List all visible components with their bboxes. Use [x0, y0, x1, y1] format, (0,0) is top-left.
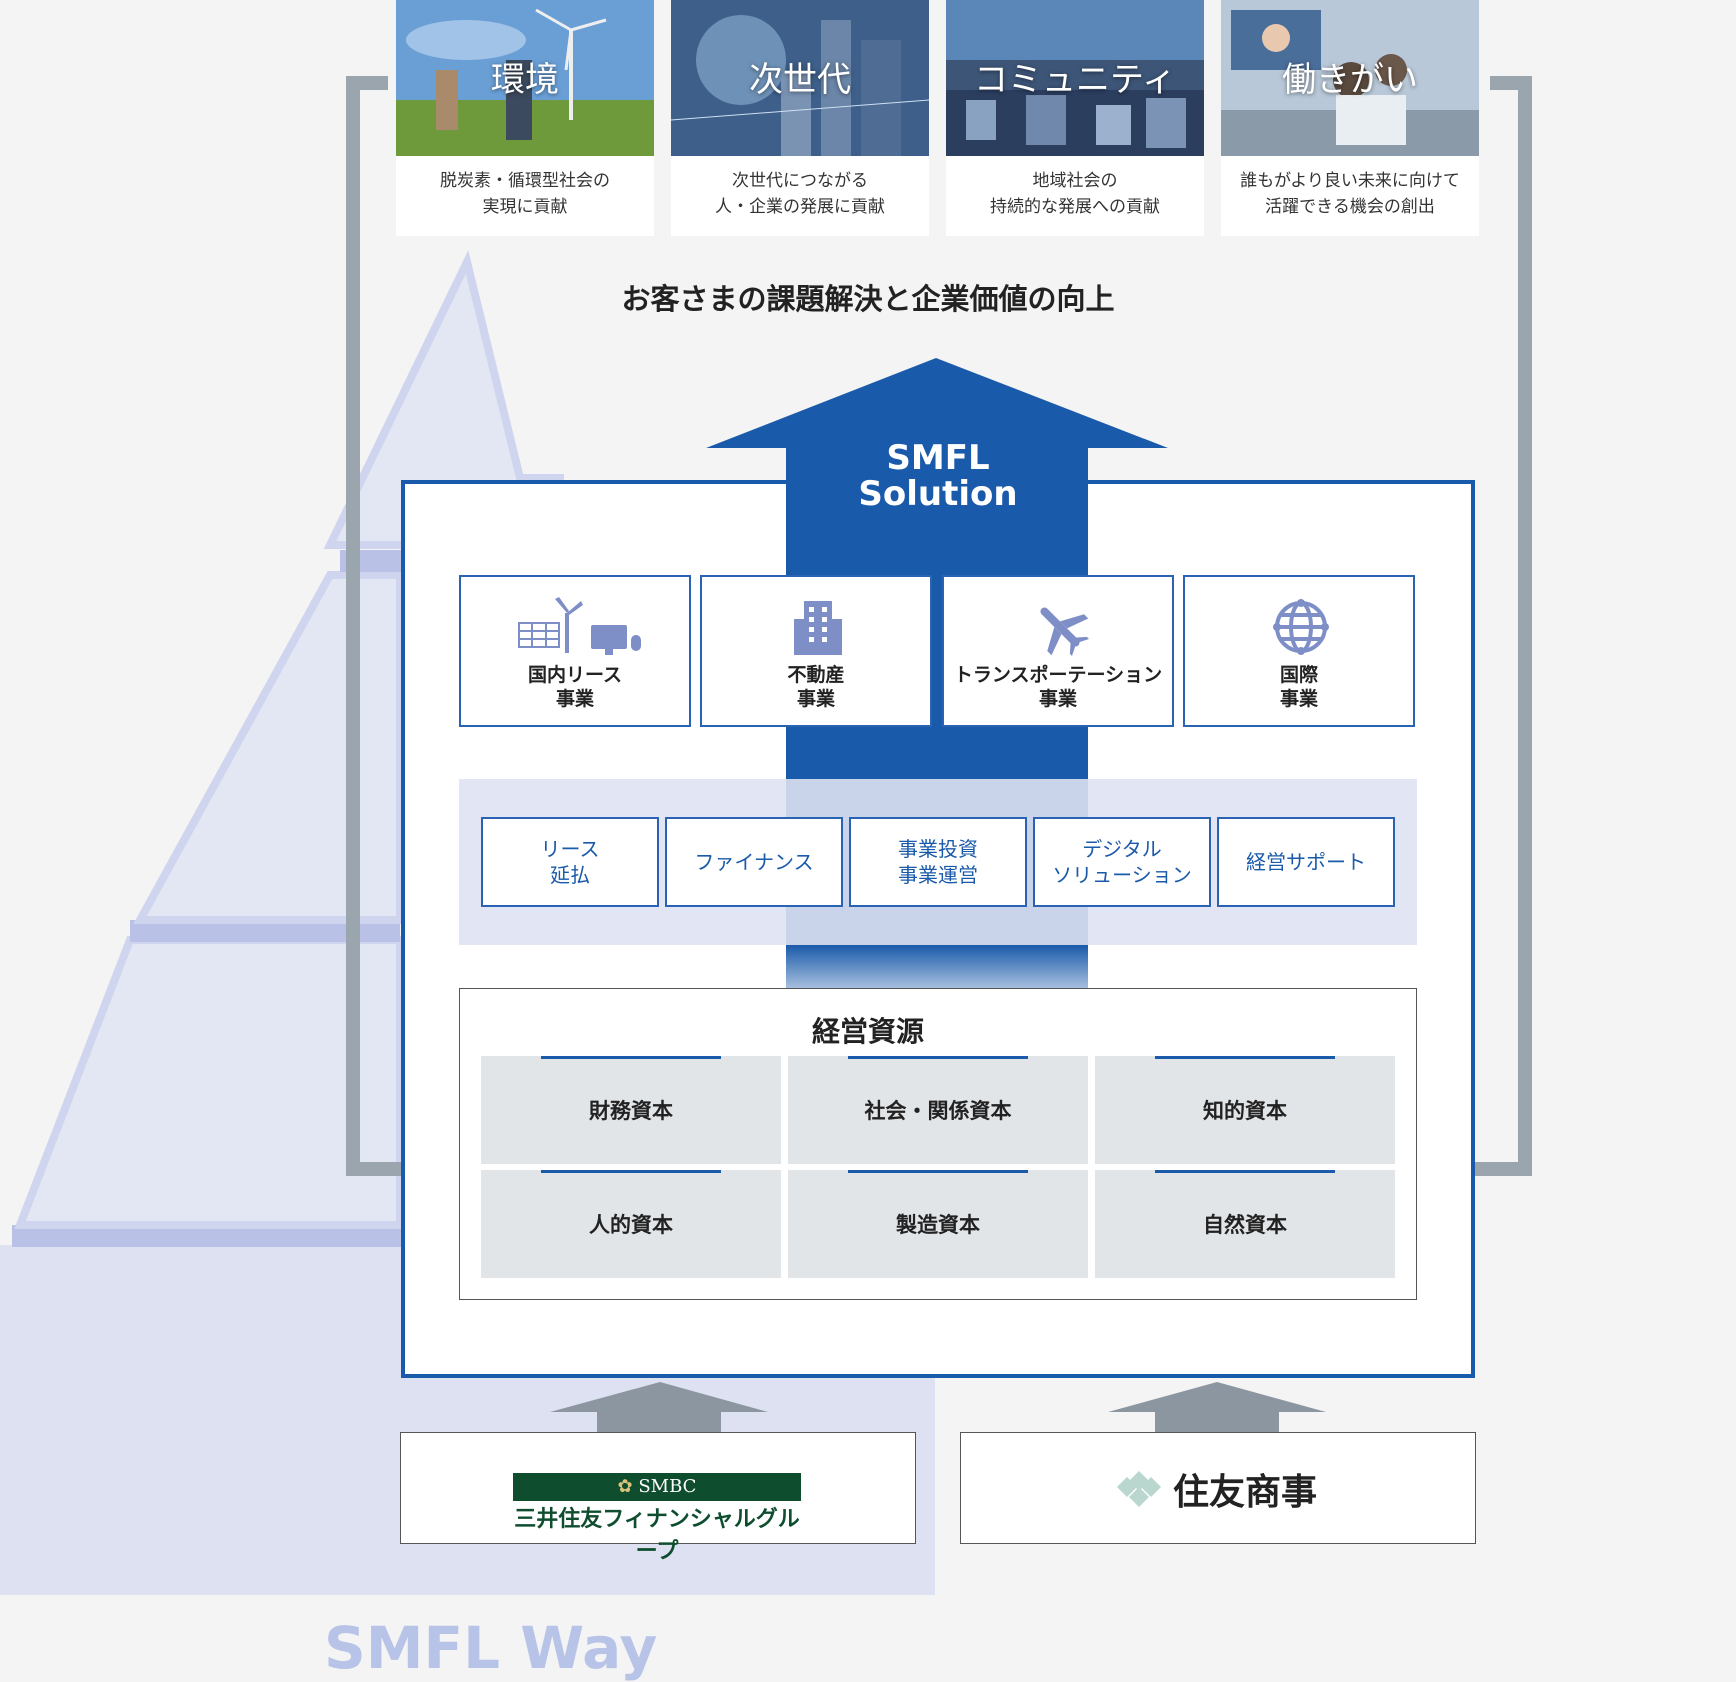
smbc-logo: ✿ SMBC [513, 1473, 801, 1501]
service-digital-solution: デジタル ソリューション [1033, 817, 1211, 907]
resource-label: 社会・関係資本 [864, 1099, 1012, 1123]
service-business-investment: 事業投資 事業運営 [849, 817, 1027, 907]
theme-description: 脱炭素・循環型社会の 実現に貢献 [440, 171, 610, 217]
theme-card-community: コミュニティ 地域社会の 持続的な発展への貢献 [946, 0, 1204, 236]
smfl-way-label: SMFL Way [324, 1614, 658, 1682]
resource-natural-capital: 自然資本 [1095, 1170, 1395, 1278]
theme-card-environment: 環境 脱炭素・循環型社会の 実現に貢献 [396, 0, 654, 236]
business-label: 不動産 事業 [787, 664, 845, 710]
environment-photo [396, 0, 654, 156]
service-label: リース 延払 [540, 837, 600, 887]
resource-financial-capital: 財務資本 [481, 1056, 781, 1164]
building-icon [702, 595, 930, 657]
headline: お客さまの課題解決と企業価値の向上 [621, 282, 1115, 316]
sumitomo-corp-name: 住友商事 [1173, 1472, 1318, 1513]
smbc-group-name: 三井住友フィナンシャルグループ [514, 1507, 800, 1564]
community-photo [946, 0, 1204, 156]
sumitomo-logo-icon [1117, 1471, 1161, 1507]
resource-human-capital: 人的資本 [481, 1170, 781, 1278]
resource-label: 知的資本 [1203, 1099, 1287, 1123]
resource-label: 自然資本 [1203, 1213, 1287, 1237]
business-real-estate: 不動産 事業 [700, 575, 932, 727]
resource-manufactured-capital: 製造資本 [788, 1170, 1088, 1278]
partner-smbc-group: ✿ SMBC 三井住友フィナンシャルグループ [400, 1432, 916, 1564]
theme-title: 次世代 [749, 60, 851, 100]
business-domestic-lease: 国内リース 事業 [459, 575, 691, 727]
airplane-icon [944, 595, 1172, 657]
service-label: デジタル ソリューション [1052, 837, 1192, 887]
service-lease-deferred: リース 延払 [481, 817, 659, 907]
theme-description: 次世代につながる 人・企業の発展に貢献 [715, 171, 885, 217]
globe-icon [1185, 595, 1413, 657]
resource-intellectual-capital: 知的資本 [1095, 1056, 1395, 1164]
theme-description: 誰もがより良い未来に向けて 活躍できる機会の創出 [1240, 171, 1460, 217]
partner-sumitomo-corp: 住友商事 [960, 1432, 1476, 1544]
theme-title: 働きがい [1282, 60, 1418, 100]
business-label: 国際 事業 [1279, 664, 1318, 710]
solar-wind-computer-icon [461, 595, 689, 657]
smbc-badge-text: SMBC [638, 1476, 697, 1497]
theme-card-next-generation: 次世代 次世代につながる 人・企業の発展に貢献 [671, 0, 929, 236]
resource-social-capital: 社会・関係資本 [788, 1056, 1088, 1164]
business-international: 国際 事業 [1183, 575, 1415, 727]
service-label: 経営サポート [1246, 850, 1366, 874]
worthwhile-work-photo [1221, 0, 1479, 156]
smfl-solution-label: SMFL Solution [858, 438, 1018, 514]
smbc-leaf-icon: ✿ [617, 1476, 639, 1497]
theme-title: コミュニティ [974, 60, 1176, 100]
business-label: トランスポーテーション 事業 [953, 664, 1163, 710]
theme-card-worthwhile-work: 働きがい 誰もがより良い未来に向けて 活躍できる機会の創出 [1221, 0, 1479, 236]
management-resources-title: 経営資源 [811, 1015, 924, 1048]
resource-label: 製造資本 [896, 1213, 980, 1237]
theme-description: 地域社会の 持続的な発展への貢献 [990, 171, 1160, 217]
service-label: ファイナンス [694, 850, 814, 874]
resource-label: 人的資本 [589, 1213, 673, 1237]
service-finance: ファイナンス [665, 817, 843, 907]
service-management-support: 経営サポート [1217, 817, 1395, 907]
service-label: 事業投資 事業運営 [898, 837, 978, 887]
partner-up-arrows [550, 1382, 1326, 1432]
theme-title: 環境 [491, 60, 559, 100]
next-generation-photo [671, 0, 929, 156]
business-label: 国内リース 事業 [527, 664, 623, 710]
business-transportation: トランスポーテーション 事業 [942, 575, 1174, 727]
resource-label: 財務資本 [589, 1099, 673, 1123]
